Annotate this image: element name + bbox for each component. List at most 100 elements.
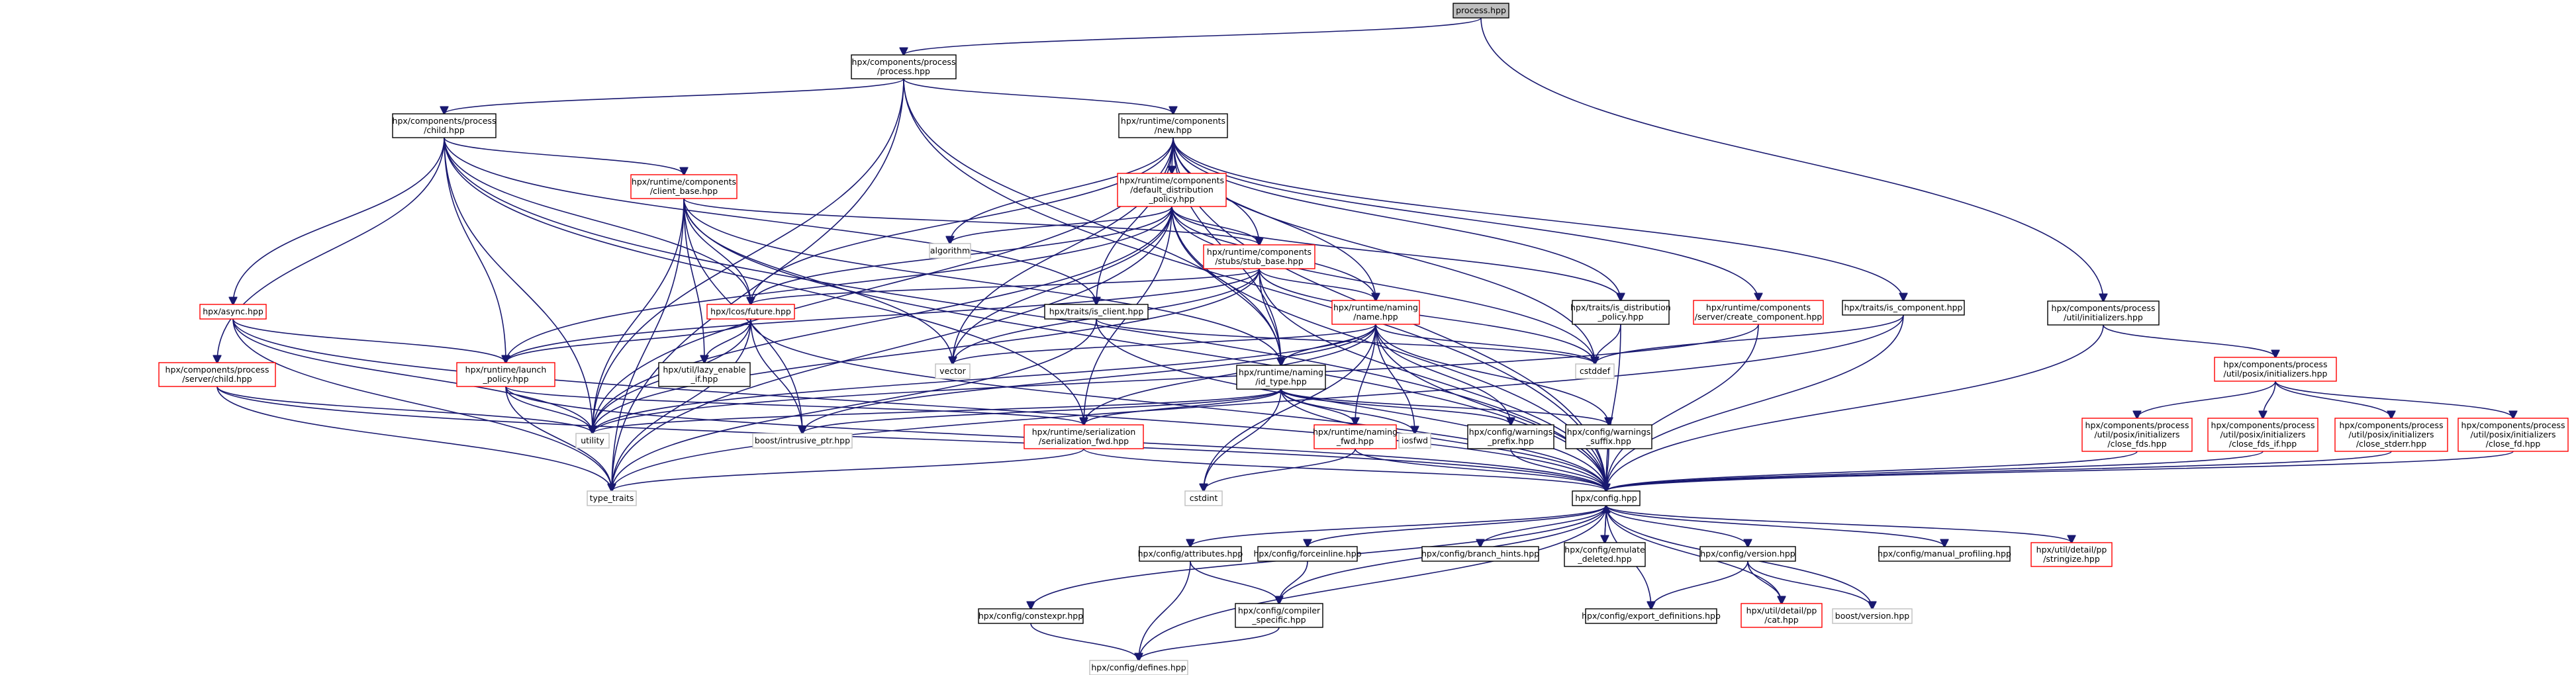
edge-emulate_deleted-to-config	[1605, 506, 1606, 543]
node-box	[1575, 363, 1615, 379]
node-warnings-prefix[interactable]: hpx/config/warnings_prefix.hpp	[1467, 424, 1554, 449]
node-box	[456, 362, 555, 387]
node-box	[1564, 542, 1646, 567]
node-emulate-deleted[interactable]: hpx/config/emulate_deleted.hpp	[1564, 542, 1646, 567]
node-box	[1699, 546, 1796, 562]
edge-client_base-to-future	[683, 198, 751, 304]
edge-child-to-client_base	[444, 137, 684, 175]
node-close-fds[interactable]: hpx/components/process/util/posix/initia…	[2081, 418, 2193, 452]
edge-child-to-server_child	[217, 137, 445, 363]
edge-config-to-config_version	[1605, 505, 1748, 547]
node-is-client[interactable]: hpx/traits/is_client.hpp	[1044, 304, 1149, 320]
node-algorithm[interactable]: algorithm	[929, 243, 971, 259]
node-label: hpx/components/process	[852, 57, 956, 67]
node-config-version[interactable]: hpx/config/version.hpp	[1699, 546, 1796, 562]
node-close-fd[interactable]: hpx/components/process/util/posix/initia…	[2457, 418, 2569, 452]
node-id-type[interactable]: hpx/runtime/naming/id_type.hpp	[1236, 365, 1326, 390]
node-label: vector	[939, 366, 967, 376]
node-type-traits[interactable]: type_traits	[587, 490, 637, 506]
node-is-distribution[interactable]: hpx/traits/is_distribution_policy.hpp	[1570, 300, 1671, 325]
edge-stub_base-to-utility	[593, 268, 1260, 433]
node-label: /util/posix/initializers	[2220, 429, 2305, 439]
node-attributes[interactable]: hpx/config/attributes.hpp	[1138, 546, 1243, 562]
node-naming-fwd[interactable]: hpx/runtime/naming_fwd.hpp	[1313, 424, 1398, 449]
edge-default_dist-to-type_traits	[612, 206, 1172, 491]
edge-comp_process-to-config	[903, 78, 1606, 491]
node-async[interactable]: hpx/async.hpp	[199, 304, 267, 320]
node-utility[interactable]: utility	[575, 433, 610, 449]
node-label: hpx/config/defines.hpp	[1091, 662, 1186, 672]
edge-new-to-algorithm	[950, 137, 1174, 244]
node-label: algorithm	[930, 246, 970, 255]
node-is-component[interactable]: hpx/traits/is_component.hpp	[1842, 300, 1965, 316]
node-label: hpx/config/warnings	[1567, 427, 1651, 437]
node-box	[2214, 357, 2337, 382]
node-branch-hints[interactable]: hpx/config/branch_hints.hpp	[1421, 546, 1539, 562]
node-intrusive-ptr[interactable]: boost/intrusive_ptr.hpp	[752, 433, 853, 449]
node-serialization-fwd[interactable]: hpx/runtime/serialization/serialization_…	[1024, 424, 1144, 449]
edge-client_base-to-utility	[593, 198, 685, 433]
node-export-definitions[interactable]: hpx/config/export_definitions.hpp	[1582, 608, 1721, 624]
node-create-component[interactable]: hpx/runtime/components/server/create_com…	[1693, 300, 1824, 325]
node-warnings-suffix[interactable]: hpx/config/warnings_suffix.hpp	[1565, 424, 1652, 449]
edge-id_type-to-utility	[593, 388, 1282, 433]
edge-launch_policy-to-type_traits	[505, 386, 612, 491]
node-launch-policy[interactable]: hpx/runtime/launch_policy.hpp	[456, 362, 555, 387]
node-label: /child.hpp	[424, 125, 465, 135]
node-server-child[interactable]: hpx/components/process/server/child.hpp	[158, 362, 276, 387]
node-label: /server/child.hpp	[182, 374, 252, 384]
node-defines[interactable]: hpx/config/defines.hpp	[1089, 660, 1188, 675]
node-label: hpx/config/warnings	[1469, 427, 1553, 437]
node-pp-cat[interactable]: hpx/util/detail/pp/cat.hpp	[1741, 603, 1823, 628]
node-label: /serialization_fwd.hpp	[1039, 436, 1129, 446]
edge-config-to-attributes	[1190, 505, 1607, 547]
node-util-init[interactable]: hpx/components/process/util/initializers…	[2047, 300, 2160, 326]
node-label: _suffix.hpp	[1586, 436, 1631, 446]
node-future[interactable]: hpx/lcos/future.hpp	[706, 304, 795, 320]
node-manual-profiling[interactable]: hpx/config/manual_profiling.hpp	[1878, 546, 2011, 562]
node-label: hpx/util/detail/pp	[1746, 606, 1817, 615]
edge-config-to-defines	[1139, 505, 1607, 660]
node-naming-name[interactable]: hpx/runtime/naming/name.hpp	[1331, 300, 1420, 325]
node-client-base[interactable]: hpx/runtime/components/client_base.hpp	[630, 174, 738, 199]
node-new[interactable]: hpx/runtime/components/new.hpp	[1118, 113, 1228, 138]
edge-naming_name-to-utility	[593, 324, 1376, 433]
node-label: _if.hpp	[691, 374, 718, 384]
node-iosfwd[interactable]: iosfwd	[1398, 433, 1431, 449]
node-config[interactable]: hpx/config.hpp	[1572, 490, 1641, 506]
node-box	[1832, 608, 1913, 624]
node-stub-base[interactable]: hpx/runtime/components/stubs/stub_base.h…	[1203, 244, 1315, 269]
node-label: /stringize.hpp	[2043, 554, 2100, 564]
edge-default_dist-to-is_distribution	[1171, 206, 1621, 300]
node-compiler-specific[interactable]: hpx/config/compiler_specific.hpp	[1235, 603, 1323, 628]
node-cstddef[interactable]: cstddef	[1575, 363, 1615, 379]
node-cstdint[interactable]: cstdint	[1184, 490, 1223, 506]
node-label: /server/create_component.hpp	[1695, 312, 1822, 322]
edge-child-to-async	[233, 137, 445, 304]
node-child[interactable]: hpx/components/process/child.hpp	[392, 113, 497, 138]
node-label: hpx/config/export_definitions.hpp	[1582, 611, 1721, 621]
node-label: hpx/config/branch_hints.hpp	[1421, 549, 1539, 559]
node-lazy-enable[interactable]: hpx/util/lazy_enable_if.hpp	[658, 362, 751, 387]
node-boost-version[interactable]: boost/version.hpp	[1832, 608, 1913, 624]
node-comp-process[interactable]: hpx/components/process/process.hpp	[851, 54, 957, 79]
node-constexpr[interactable]: hpx/config/constexpr.hpp	[978, 608, 1084, 624]
node-default-dist[interactable]: hpx/runtime/components/default_distribut…	[1117, 173, 1227, 207]
node-forceinline[interactable]: hpx/config/forceinline.hpp	[1253, 546, 1362, 562]
edge-default_dist-to-vector	[953, 206, 1172, 364]
node-stringize[interactable]: hpx/util/detail/pp/stringize.hpp	[2030, 542, 2113, 567]
node-close-stderr[interactable]: hpx/components/process/util/posix/initia…	[2334, 418, 2448, 452]
edge-close_fds_if-to-config	[1606, 451, 2264, 491]
node-posix-init[interactable]: hpx/components/process/util/posix/initia…	[2214, 357, 2337, 382]
edge-posix_init-to-close_stderr	[2275, 381, 2391, 418]
node-label: hpx/traits/is_component.hpp	[1844, 302, 1963, 312]
node-close-fds-if[interactable]: hpx/components/process/util/posix/initia…	[2207, 418, 2318, 452]
edge-future-to-launch_policy	[506, 318, 751, 363]
node-box	[1585, 608, 1717, 624]
node-label: /util/posix/initializers	[2094, 429, 2179, 439]
node-vector[interactable]: vector	[935, 363, 971, 379]
node-label: hpx/traits/is_client.hpp	[1049, 306, 1144, 316]
edge-naming_name-to-config	[1375, 324, 1606, 491]
node-root[interactable]: process.hpp	[1453, 3, 1509, 19]
